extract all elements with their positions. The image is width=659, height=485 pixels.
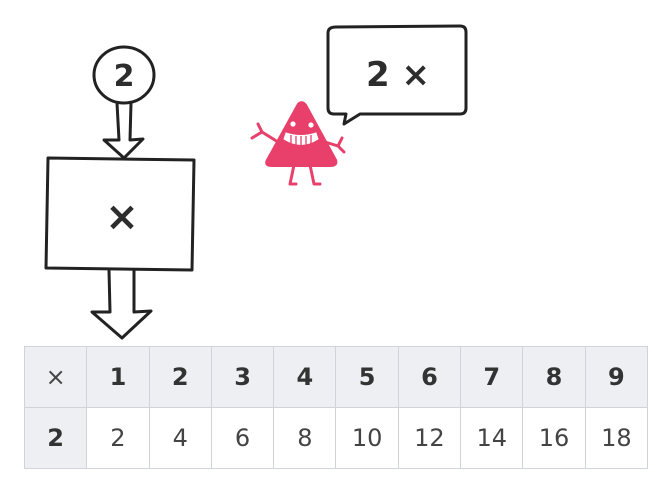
table-row: 2 2 4 6 8 10 12 14 16 18 bbox=[23, 407, 649, 469]
input-bubble: 2 bbox=[92, 45, 156, 105]
product-cell: 16 bbox=[522, 407, 586, 469]
speech-bubble-frame bbox=[326, 24, 468, 126]
product-cell: 8 bbox=[273, 407, 337, 469]
product-cell: 12 bbox=[397, 407, 462, 469]
row-label-cell: 2 bbox=[23, 407, 88, 469]
operation-symbol: × bbox=[105, 194, 139, 240]
product-cell: 10 bbox=[335, 407, 399, 469]
input-value: 2 bbox=[114, 59, 135, 94]
product-cell: 2 bbox=[86, 407, 150, 469]
down-arrow-icon bbox=[102, 101, 145, 160]
product-cell: 6 bbox=[210, 407, 275, 469]
header-cell: 4 bbox=[273, 346, 337, 408]
header-cell: 5 bbox=[335, 346, 399, 408]
operation-box: × bbox=[44, 156, 196, 272]
table-header-row: × 1 2 3 4 5 6 7 8 9 bbox=[23, 346, 649, 408]
product-cell: 14 bbox=[460, 407, 524, 469]
header-cell: 3 bbox=[210, 346, 275, 408]
product-cell: 18 bbox=[584, 407, 649, 469]
input-circle bbox=[92, 45, 156, 105]
speech-bubble-text: 2 × bbox=[366, 55, 430, 95]
header-cell: 7 bbox=[460, 346, 524, 408]
output-arrow-icon bbox=[90, 268, 153, 340]
multiplication-table: × 1 2 3 4 5 6 7 8 9 2 2 4 6 8 10 12 14 1… bbox=[23, 346, 649, 469]
header-cell: 6 bbox=[397, 346, 462, 408]
header-cell: 8 bbox=[522, 346, 586, 408]
operation-box-frame bbox=[44, 156, 196, 272]
header-cell: 1 bbox=[86, 346, 150, 408]
header-cell: 2 bbox=[148, 346, 212, 408]
header-cell: 9 bbox=[584, 346, 649, 408]
speech-bubble: 2 × bbox=[326, 24, 468, 126]
product-cell: 4 bbox=[148, 407, 212, 469]
table-corner-cell: × bbox=[23, 346, 88, 408]
pink-triangle-monster-icon bbox=[250, 101, 346, 186]
